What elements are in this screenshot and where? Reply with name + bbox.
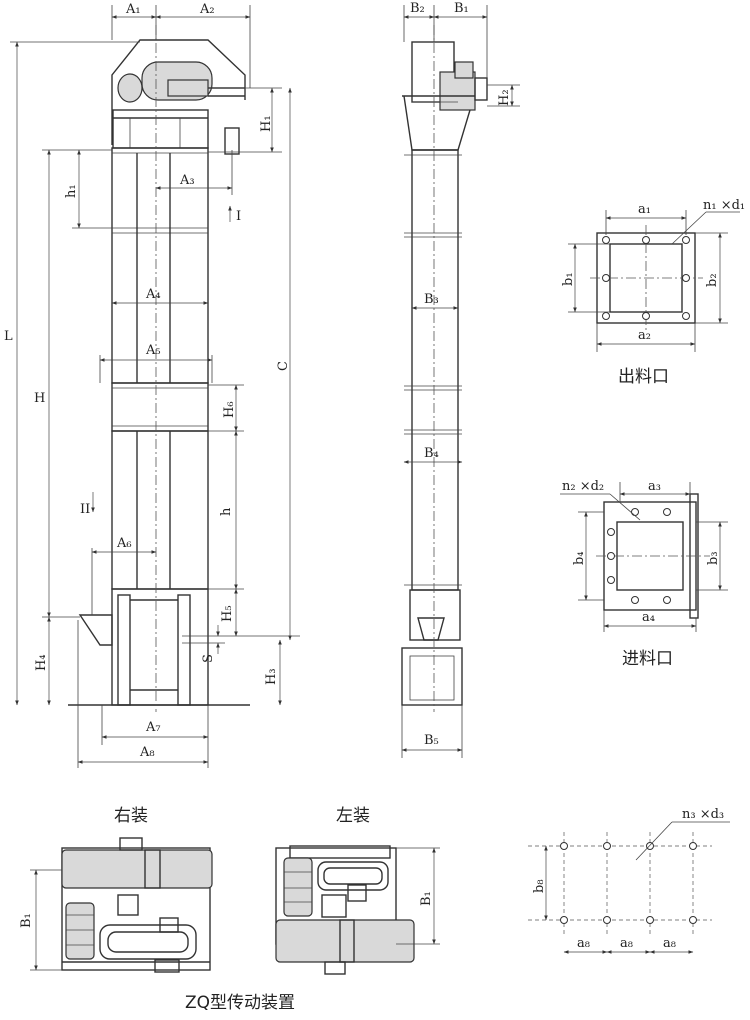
- dim-B1-right: B₁: [19, 913, 34, 928]
- dim-B1: B₁: [454, 1, 469, 16]
- drive-left-mount: 左装 B₁: [275, 806, 440, 975]
- outlet-bolt-holes: [602, 236, 690, 320]
- dim-B1-left: B₁: [419, 891, 434, 906]
- dim-B3: B₃: [424, 292, 439, 307]
- inlet-caption: 进料口: [622, 649, 673, 669]
- dim-n2xd2: n₂ ×d₂: [562, 479, 604, 494]
- drive-caption: ZQ型传动装置: [185, 993, 295, 1013]
- dim-C: C: [276, 361, 291, 371]
- marker-I: I: [236, 209, 241, 224]
- dim-a8-3: a₈: [663, 936, 676, 951]
- dim-H4: H₄: [34, 654, 49, 671]
- dim-H1: H₁: [259, 115, 274, 132]
- dim-B2: B₂: [410, 1, 425, 16]
- bolt-pattern: n₃ ×d₃ b₈ a₈ a₈ a₈: [528, 807, 730, 954]
- dim-a8-2: a₈: [620, 936, 633, 951]
- dim-L: L: [4, 329, 13, 344]
- dim-B5: B₅: [424, 733, 439, 748]
- dim-a3: a₃: [648, 479, 661, 494]
- dim-b2: b₂: [705, 273, 720, 287]
- dim-A3: A₃: [179, 173, 195, 188]
- dim-A7: A₇: [145, 720, 161, 735]
- dim-A1: A₁: [125, 2, 141, 17]
- dim-a8-1: a₈: [577, 936, 590, 951]
- outlet-flange: a₁ n₁ ×d₁ b₁ b₂ a₂ 出料口: [561, 198, 745, 387]
- inlet-bolt-holes: [607, 508, 671, 604]
- dim-n3xd3: n₃ ×d₃: [682, 807, 724, 822]
- dim-A6: A₆: [116, 536, 132, 551]
- bolt-holes: [560, 842, 697, 924]
- front-view: A₁ A₂ A₃ A₄ A₅ A₆ A₇ A₈ L H: [4, 2, 300, 768]
- left-mount-label: 左装: [336, 806, 370, 826]
- dim-H: H: [34, 391, 45, 406]
- dim-a2: a₂: [638, 328, 651, 343]
- dim-A5: A₅: [145, 343, 161, 358]
- dim-S: S: [201, 654, 216, 663]
- dim-b8: b₈: [532, 879, 547, 893]
- right-mount-label: 右装: [114, 806, 148, 826]
- marker-II: II: [80, 502, 90, 517]
- side-view: B₂ B₁ H₂ B₃ B₄ B₅: [401, 1, 520, 758]
- dim-A2: A₂: [199, 2, 215, 17]
- dim-b4: b₄: [572, 551, 587, 565]
- outlet-caption: 出料口: [618, 367, 669, 387]
- dim-A8: A₈: [139, 745, 155, 760]
- dim-a1: a₁: [638, 202, 651, 217]
- dim-h: h: [219, 507, 234, 516]
- dim-H6: H₆: [222, 401, 237, 418]
- dim-b3: b₃: [706, 551, 721, 565]
- dim-b1: b₁: [561, 272, 576, 286]
- dim-n1xd1: n₁ ×d₁: [703, 198, 745, 213]
- dim-H2: H₂: [497, 89, 512, 106]
- drive-right-mount: 右装 B₁: [19, 806, 213, 973]
- inlet-flange: a₃ n₂ ×d₂ b₄ b₃ a₄ 进料口: [560, 479, 728, 669]
- dim-A4: A₄: [145, 287, 161, 302]
- dim-a4: a₄: [642, 610, 655, 625]
- dim-B4: B₄: [424, 446, 439, 461]
- dim-H5: H₅: [220, 605, 235, 622]
- dim-H3: H₃: [264, 668, 279, 685]
- dim-h1: h₁: [64, 184, 79, 198]
